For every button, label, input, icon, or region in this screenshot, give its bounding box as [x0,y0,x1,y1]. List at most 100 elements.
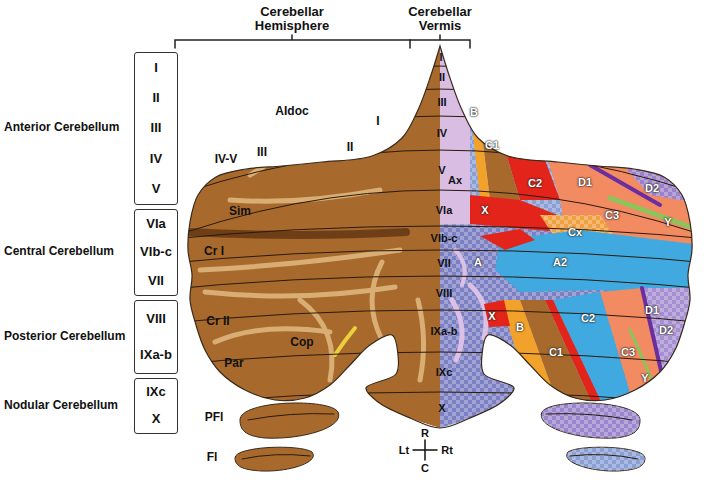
vermis-lobule: II [439,71,445,83]
zone-label: C1 [485,139,499,151]
folia-lines [150,66,708,407]
region-label: Posterior Cerebellum [4,330,125,343]
lobule-number: VIa [146,217,166,231]
lobule-number: IXa-b [140,348,172,362]
folium-line [150,250,708,265]
zone-label: B [516,321,524,333]
lobule-number: II [152,91,159,105]
vermis-lobule: III [437,96,446,108]
yellow-stripe [360,95,372,150]
folium-line [150,150,708,205]
lobule-label: PFl [205,411,224,424]
paraflocculus [541,403,640,438]
zone-label: Y [664,216,671,228]
lobule-label: Cr II [206,315,229,328]
lobule-label: IV-V [215,153,238,166]
folium-line [150,226,708,241]
zone-label: A [474,256,482,268]
lobule-number: V [152,182,161,196]
zone-checker [440,225,708,440]
purple-band [642,288,670,410]
vermis-lobule: VIb-c [431,232,458,244]
folium-line [150,116,708,171]
zone-patch [480,229,535,250]
vermis-lobule: IV [437,127,447,139]
lobule-number: IXc [146,385,166,399]
lobule-label: I [376,115,379,128]
zone-label: Ax [448,174,462,186]
zone-checker [541,403,640,438]
flocculus [235,447,313,471]
lobule-number: X [152,412,161,426]
vermis-lobule: VII [437,257,450,269]
lobule-box: IIIIIIIVV [134,52,178,205]
green-band [610,198,708,234]
compass-letter: C [421,462,429,474]
vermis-lobule: IXa-b [431,325,458,337]
zone-label: C2 [528,177,542,189]
compass-letter: R [421,427,429,439]
vermis-lobule: VIa [436,204,453,216]
folium-line [150,66,708,121]
folium-line [242,455,310,459]
flocculus [567,447,645,471]
folium-line [570,455,638,459]
lobule-label: Cr I [204,245,224,258]
paraflocculus [240,403,339,438]
folium-line [150,190,708,245]
lobule-label: Sim [229,205,251,218]
vermis-lobule: IXc [436,366,453,378]
purple-band [590,165,660,205]
lobule-number: IV [150,152,162,166]
lavender-stripe [470,285,486,338]
compass-line [413,449,437,451]
lobule-label: AIdoc [275,105,308,118]
flocculi [235,403,339,471]
vermis-lobule: I [439,51,442,63]
light-stripe [372,262,382,340]
bracket-title: Cerebellar Vermis [398,5,482,34]
zone-label: Y [641,372,648,384]
cerebellum-outline [188,46,692,428]
lobule-number: VIb-c [140,245,172,259]
light-stripe [205,287,395,296]
zone-patch [466,70,490,200]
vermis-lobule: V [438,164,445,176]
left-half [185,46,440,428]
zone-label: C2 [581,312,595,324]
light-stripe [418,300,424,380]
zone-label: C3 [621,346,635,358]
lobule-label: III [257,146,267,159]
folium-line [248,414,334,420]
zone-label: X [488,310,495,322]
zone-label: A2 [553,256,567,268]
region-label: Nodular Cerebellum [4,399,118,412]
lobule-number: VIII [146,312,166,326]
zone-label: C3 [605,209,619,221]
bracket [410,35,470,48]
yellow-stripe [335,328,355,355]
region-label: Anterior Cerebellum [4,121,119,134]
zone-label: D2 [659,324,673,336]
lobule-number: VII [148,274,164,288]
yellow-stripe [325,100,335,150]
zone-label: D1 [645,304,659,316]
folium-line [546,414,632,420]
compass-letter: Rt [441,444,453,456]
zone-label: D1 [578,176,592,188]
zone-patch [484,300,510,327]
zone-label: X [481,204,488,216]
zone-label: Cx [568,226,582,238]
zone-label: C1 [549,346,563,358]
region-label: Central Cerebellum [4,245,114,258]
zone-patch [440,225,708,440]
zone-label: B [470,106,478,118]
vermis-lobule: VIII [436,287,453,299]
zone-label: D2 [645,182,659,194]
lobule-number: III [151,121,162,135]
bracket [175,35,410,48]
light-stripe [230,190,380,201]
lobule-box: IXcX [134,378,178,434]
